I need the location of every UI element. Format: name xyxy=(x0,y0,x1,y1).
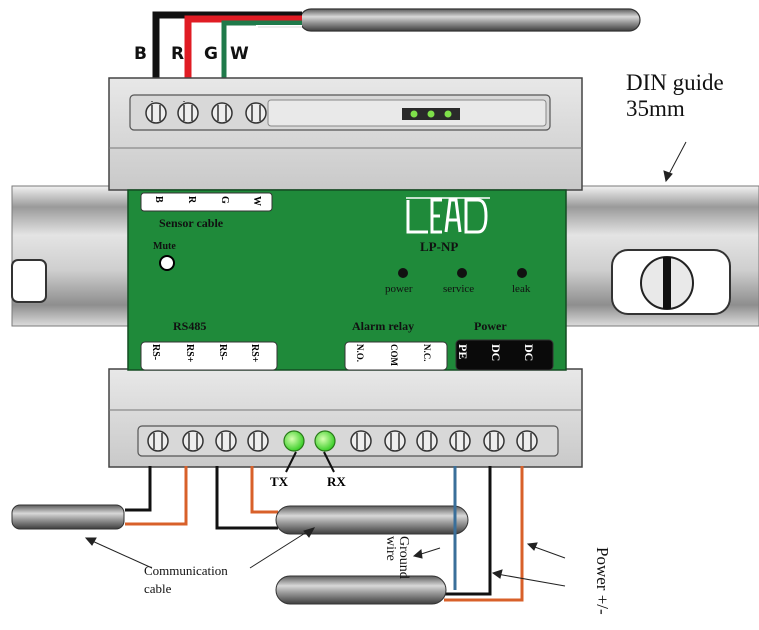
mute-label: Mute xyxy=(153,241,176,252)
alarm-term-nc: N.C. xyxy=(422,344,432,362)
alarm-term-no: N.O. xyxy=(355,344,365,362)
rs485-term-1: RS- xyxy=(150,344,161,361)
led-label-leak: leak xyxy=(512,283,531,295)
model-label: LP-NP xyxy=(420,239,459,254)
tx-led xyxy=(283,430,305,452)
communication-cable-line1: Communication xyxy=(144,563,228,578)
wire-label-b: B xyxy=(134,44,147,64)
circuit-board xyxy=(127,189,567,371)
alarm-relay-label: Alarm relay xyxy=(352,319,415,333)
power-term-dc1: DC xyxy=(489,344,503,362)
rx-label: RX xyxy=(327,474,346,489)
power-term-pe: PE xyxy=(456,344,470,360)
rs485-term-2: RS+ xyxy=(184,344,195,363)
communication-cable-label: Communication cable xyxy=(144,562,228,598)
callout-arrows xyxy=(84,141,687,587)
rs485-term-4: RS+ xyxy=(249,344,260,363)
rs485-term-3: RS- xyxy=(217,344,228,361)
device-housing xyxy=(108,77,583,468)
bottom-terminal-screws xyxy=(147,430,538,452)
din-guide-label: DIN guide 35mm xyxy=(626,70,724,122)
sensor-term-b: B xyxy=(153,196,164,203)
led-leak xyxy=(517,268,527,278)
ground-wire-label: Ground wire xyxy=(383,536,411,579)
power-label: Power xyxy=(474,319,507,333)
bottom-wiring xyxy=(11,466,524,605)
sensor-cable xyxy=(152,8,641,102)
sensor-term-w: W xyxy=(251,196,262,206)
top-terminal-screws xyxy=(145,101,267,124)
sensor-term-g: G xyxy=(219,196,230,204)
led-service xyxy=(457,268,467,278)
tx-label: TX xyxy=(270,474,289,489)
rx-led xyxy=(314,430,336,452)
sensor-term-r: R xyxy=(186,196,197,204)
led-label-service: service xyxy=(443,283,475,295)
wire-label-g: G xyxy=(204,44,218,64)
din-guide-line1: DIN guide xyxy=(626,70,724,95)
led-power xyxy=(398,268,408,278)
wire-label-w: W xyxy=(230,44,249,64)
power-callout-label: Power +/- xyxy=(593,547,612,615)
communication-cable-line2: cable xyxy=(144,581,172,596)
wire-label-r: R xyxy=(171,44,185,64)
sensor-cable-label: Sensor cable xyxy=(159,216,224,230)
lead-logo xyxy=(406,197,490,234)
rs485-label: RS485 xyxy=(173,319,207,333)
power-term-dc2: DC xyxy=(522,344,536,362)
din-guide-line2: 35mm xyxy=(626,96,685,121)
led-label-power: power xyxy=(385,283,413,295)
mute-button xyxy=(159,255,175,271)
alarm-term-com: COM xyxy=(389,344,399,366)
